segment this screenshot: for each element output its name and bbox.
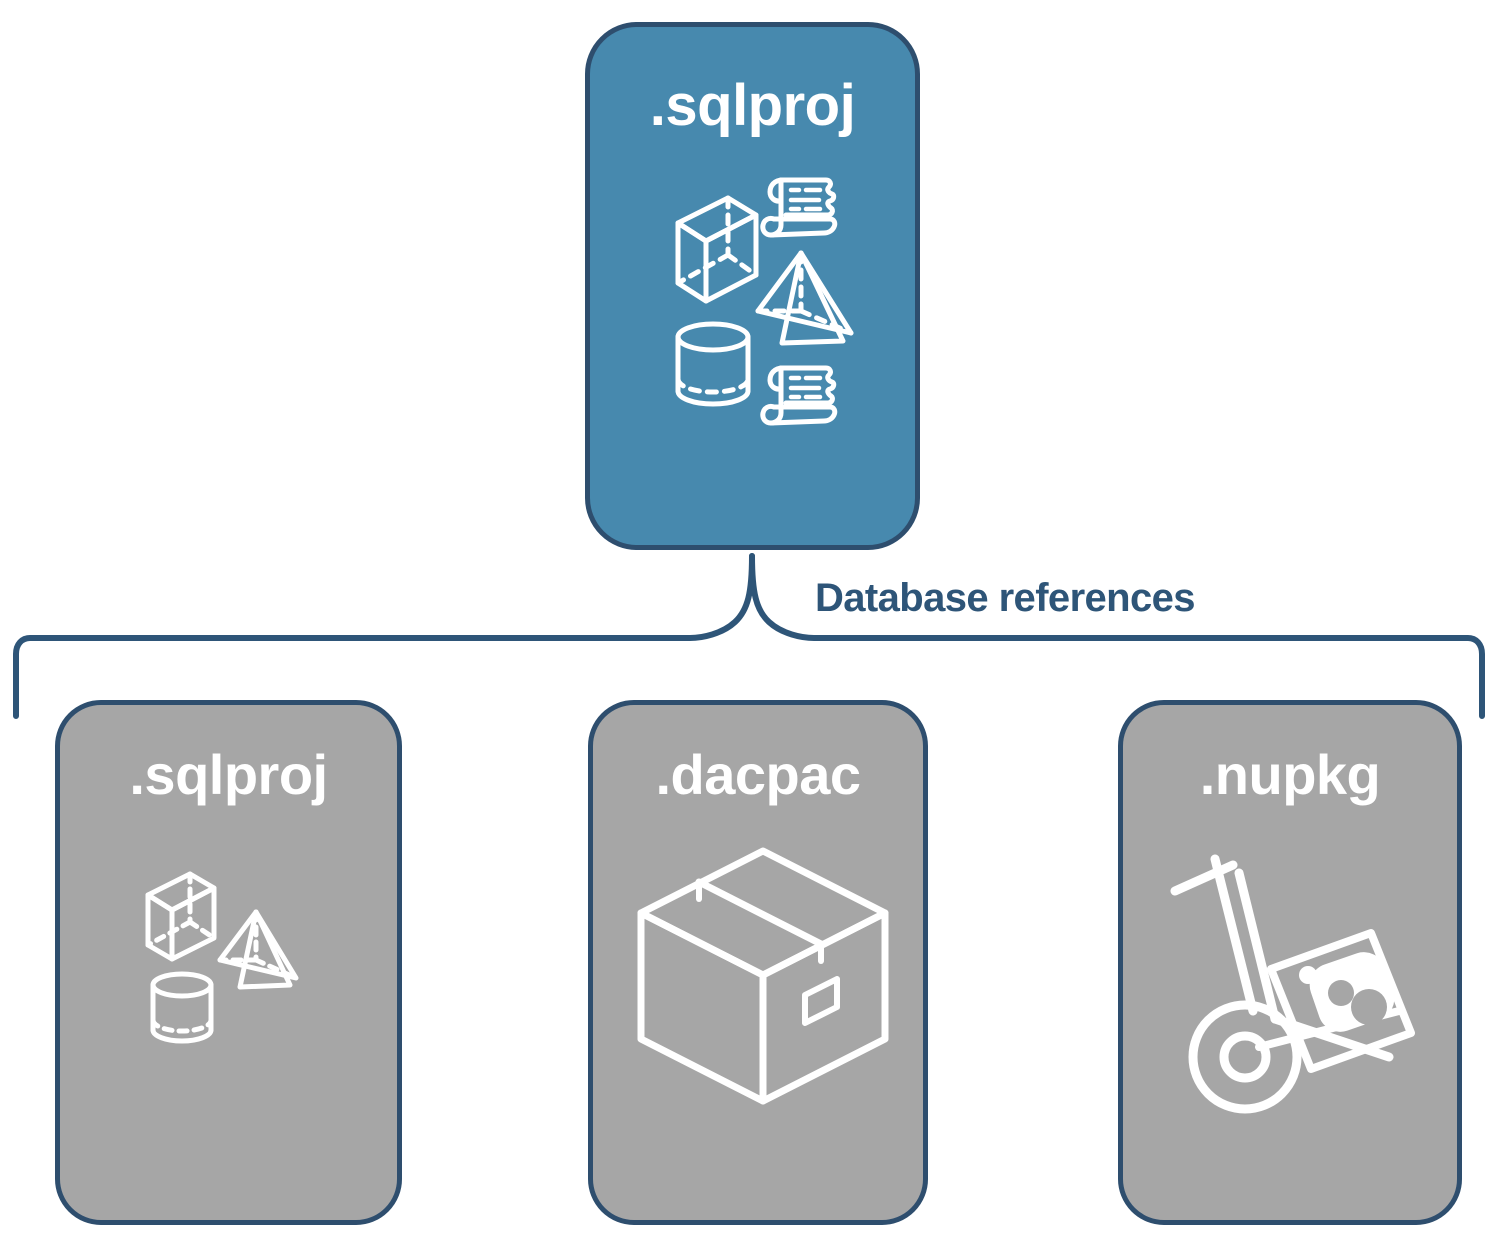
cube-icon	[675, 195, 759, 304]
root-node-title: .sqlproj	[649, 73, 856, 138]
root-node-artwork	[590, 135, 915, 545]
pyramid-icon	[755, 250, 854, 346]
pyramid-icon	[217, 909, 299, 990]
root-node-sqlproj[interactable]: .sqlproj	[585, 22, 920, 550]
package-box-icon	[637, 847, 889, 1105]
child-node-nupkg-title: .nupkg	[1199, 743, 1381, 806]
cylinder-icon	[675, 321, 751, 407]
scroll-icon	[760, 177, 838, 238]
cylinder-icon	[150, 971, 214, 1044]
child-node-sqlproj-artwork	[60, 803, 397, 1220]
child-node-sqlproj[interactable]: .sqlproj	[55, 700, 402, 1225]
child-node-dacpac-artwork	[593, 803, 923, 1220]
child-node-dacpac-title: .dacpac	[655, 743, 861, 806]
scroll-icon	[760, 365, 838, 426]
cube-icon	[145, 871, 217, 962]
child-node-sqlproj-title: .sqlproj	[129, 743, 328, 806]
sqlproj-objects-artwork	[675, 177, 854, 426]
child-node-nupkg-artwork	[1123, 803, 1457, 1220]
child-node-nupkg[interactable]: .nupkg	[1118, 700, 1462, 1225]
sqlproj-objects-artwork	[145, 871, 299, 1044]
hand-truck-package-icon	[1170, 854, 1415, 1114]
child-node-dacpac[interactable]: .dacpac	[588, 700, 928, 1225]
brace-left-arm	[13, 553, 755, 719]
connector-label-database-references: Database references	[815, 576, 1196, 620]
